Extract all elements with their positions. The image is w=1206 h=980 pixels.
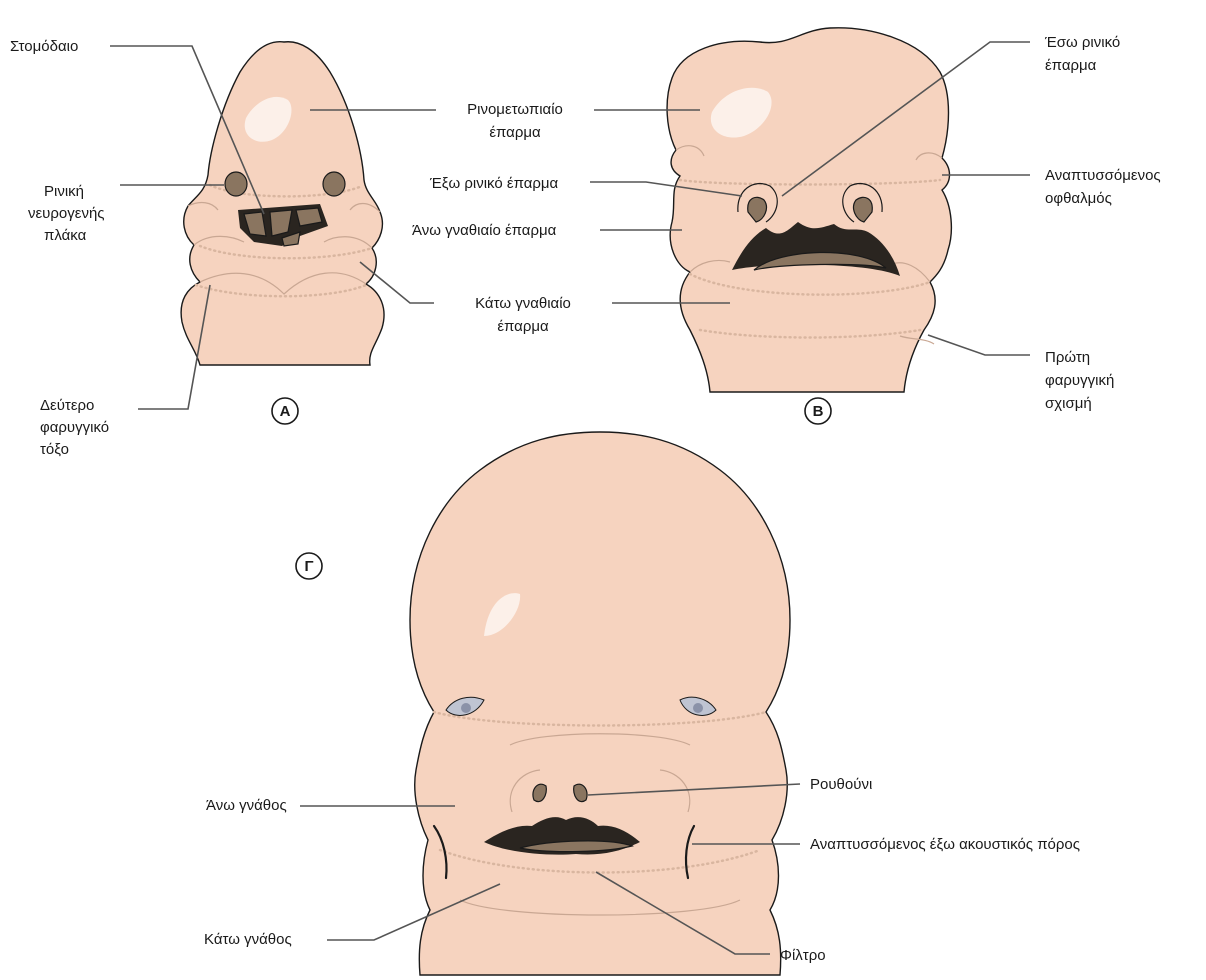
label-medial-nasal: Έσω ρινικό έπαρμα bbox=[1044, 34, 1120, 74]
svg-text:νευρογενής: νευρογενής bbox=[28, 205, 105, 222]
svg-text:Έσω ρινικό: Έσω ρινικό bbox=[1044, 34, 1120, 51]
svg-text:Πρώτη: Πρώτη bbox=[1045, 349, 1090, 366]
svg-text:Γ: Γ bbox=[304, 558, 313, 575]
label-upper-jaw: Άνω γνάθος bbox=[206, 797, 287, 814]
svg-text:Κάτω γναθιαίο: Κάτω γναθιαίο bbox=[475, 295, 571, 312]
panel-c: Γ bbox=[296, 432, 790, 975]
panel-b: B bbox=[667, 28, 951, 424]
label-lateral-nasal: Έξω ρινικό έπαρμα bbox=[429, 175, 559, 192]
panel-a-letter: A bbox=[272, 398, 298, 424]
svg-text:A: A bbox=[280, 403, 291, 420]
label-second-arch: Δεύτερο φαρυγγικό τόξο bbox=[40, 397, 109, 458]
svg-text:έπαρμα: έπαρμα bbox=[489, 124, 541, 141]
label-philtrum: Φίλτρο bbox=[780, 947, 826, 964]
svg-text:οφθαλμός: οφθαλμός bbox=[1045, 190, 1112, 207]
panel-a: A bbox=[181, 42, 384, 424]
svg-text:Ρινομετωπιαίο: Ρινομετωπιαίο bbox=[467, 101, 563, 118]
label-maxillary: Άνω γναθιαίο έπαρμα bbox=[412, 222, 557, 239]
panel-b-head bbox=[667, 28, 951, 392]
svg-text:σχισμή: σχισμή bbox=[1045, 395, 1092, 412]
svg-text:Δεύτερο: Δεύτερο bbox=[40, 397, 94, 414]
svg-text:Ρινική: Ρινική bbox=[44, 183, 84, 200]
label-ear-canal: Αναπτυσσόμενος έξω ακουστικός πόρος bbox=[810, 836, 1080, 853]
label-developing-eye: Αναπτυσσόμενος οφθαλμός bbox=[1045, 167, 1161, 207]
svg-text:φαρυγγικό: φαρυγγικό bbox=[40, 419, 109, 436]
svg-text:τόξο: τόξο bbox=[40, 441, 69, 458]
panel-c-letter: Γ bbox=[296, 553, 322, 579]
label-nasal-placode: Ρινική νευρογενής πλάκα bbox=[28, 183, 105, 244]
svg-text:φαρυγγική: φαρυγγική bbox=[1045, 372, 1114, 389]
label-mandibular: Κάτω γναθιαίο έπαρμα bbox=[475, 295, 571, 335]
svg-text:έπαρμα: έπαρμα bbox=[1045, 57, 1097, 74]
svg-text:B: B bbox=[813, 403, 824, 420]
label-frontonasal: Ρινομετωπιαίο έπαρμα bbox=[467, 101, 563, 141]
svg-text:έπαρμα: έπαρμα bbox=[497, 318, 549, 335]
svg-text:Αναπτυσσόμενος: Αναπτυσσόμενος bbox=[1045, 167, 1161, 184]
label-lower-jaw: Κάτω γνάθος bbox=[204, 931, 292, 948]
label-nostril: Ρουθούνι bbox=[810, 776, 872, 793]
label-first-cleft: Πρώτη φαρυγγική σχισμή bbox=[1045, 349, 1114, 412]
label-stomodaio: Στομόδαιο bbox=[10, 38, 78, 55]
panel-b-letter: B bbox=[805, 398, 831, 424]
svg-text:πλάκα: πλάκα bbox=[44, 227, 87, 244]
